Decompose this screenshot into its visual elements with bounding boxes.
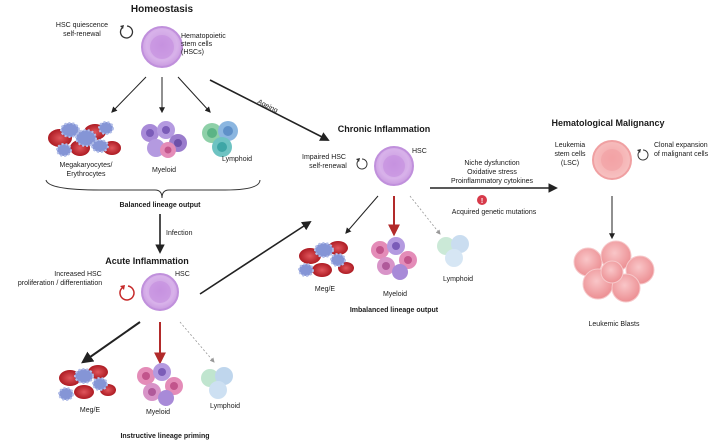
quiescence-label-line1: HSC quiescence <box>56 22 108 29</box>
acute-lymphoid-label: Lymphoid <box>210 403 240 410</box>
hsc-label-line2: stem cells <box>181 41 213 48</box>
arrow-hsc-to-mega <box>111 76 147 113</box>
hsc-cell <box>141 26 183 68</box>
mega-erythrocyte-cluster <box>48 121 121 157</box>
niche-line1: Niche dysfunction <box>464 160 519 167</box>
svg-text:!: ! <box>481 198 483 205</box>
self-renewal-cycle-icon <box>119 25 134 39</box>
chronic-lymphoid-label: Lymphoid <box>443 276 473 283</box>
arrow-acute-to-mege <box>81 321 141 364</box>
balanced-brace <box>45 179 261 199</box>
hsc-label-line1: Hematopoietic <box>181 33 226 40</box>
lsc-label-line2: stem cells <box>554 151 586 158</box>
leukemic-blasts-cluster <box>573 240 655 303</box>
niche-line3: Proinflammatory cytokines <box>451 178 534 185</box>
chronic-hsc-cell <box>374 146 414 186</box>
hsc-label-line3: (HSCs) <box>181 49 204 56</box>
imbalanced-label: Imbalanced lineage output <box>350 307 439 314</box>
chronic-myeloid-label: Myeloid <box>383 291 407 298</box>
impaired-label-line2: self-renewal <box>309 163 347 170</box>
chronic-lymphoid-cluster <box>437 235 469 267</box>
myeloid-label: Myeloid <box>152 167 176 174</box>
clonal-label-line1: Clonal expansion <box>654 142 708 149</box>
acute-lymphoid-cluster <box>201 367 233 399</box>
balanced-label: Balanced lineage output <box>120 202 202 209</box>
increased-label-line2: proliferation / differentiation <box>18 280 102 287</box>
arrow-hsc-to-lymphoid <box>177 76 211 113</box>
warning-icon: ! <box>477 195 487 205</box>
acute-myeloid-label: Myeloid <box>146 409 170 416</box>
infection-label: Infection <box>166 230 193 237</box>
arrow-ageing <box>209 79 330 141</box>
arrow-acute-to-lymphoid <box>179 321 215 363</box>
myeloid-cluster <box>141 121 187 158</box>
chronic-mege-label: Meg/E <box>315 286 336 293</box>
lymphoid-cluster <box>202 121 238 157</box>
lsc-label-line3: (LSC) <box>561 160 579 167</box>
acute-cycle-icon <box>119 285 135 301</box>
quiescence-label-line2: self-renewal <box>63 31 101 38</box>
acute-hsc-label: HSC <box>175 271 190 278</box>
homeostasis-title: Homeostasis <box>131 4 194 15</box>
niche-line2: Oxidative stress <box>467 169 517 176</box>
arrow-chronic-to-lymphoid <box>409 195 441 235</box>
mutations-label: Acquired genetic mutations <box>452 209 537 216</box>
lsc-cell <box>592 140 632 180</box>
acute-title: Acute Inflammation <box>105 256 189 266</box>
mega-label-line2: Erythrocytes <box>67 171 106 178</box>
clonal-cycle-icon <box>637 149 649 161</box>
chronic-cycle-icon <box>356 158 368 170</box>
priming-label: Instructive lineage priming <box>120 433 209 440</box>
arrow-acute-to-chronic <box>199 220 312 295</box>
clonal-label-line2: of malignant cells <box>654 151 709 158</box>
ageing-label: Ageing <box>256 99 279 115</box>
increased-label-line1: Increased HSC <box>54 271 101 278</box>
acute-mege-cluster <box>58 365 116 401</box>
chronic-title: Chronic Inflammation <box>338 124 431 134</box>
lsc-label-line1: Leukemia <box>555 142 585 149</box>
mega-label-line1: Megakaryocytes/ <box>60 162 113 169</box>
acute-hsc-cell <box>141 273 179 311</box>
acute-mege-label: Meg/E <box>80 407 101 414</box>
chronic-mege-cluster <box>298 241 354 277</box>
lymphoid-label: Lymphoid <box>222 156 252 163</box>
arrow-chronic-to-mege <box>345 195 379 234</box>
chronic-myeloid-cluster <box>371 237 417 280</box>
blasts-label: Leukemic Blasts <box>589 321 640 328</box>
malignancy-title: Hematological Malignancy <box>551 118 664 128</box>
chronic-hsc-label: HSC <box>412 148 427 155</box>
acute-myeloid-cluster <box>137 363 183 406</box>
impaired-label-line1: Impaired HSC <box>302 154 346 161</box>
